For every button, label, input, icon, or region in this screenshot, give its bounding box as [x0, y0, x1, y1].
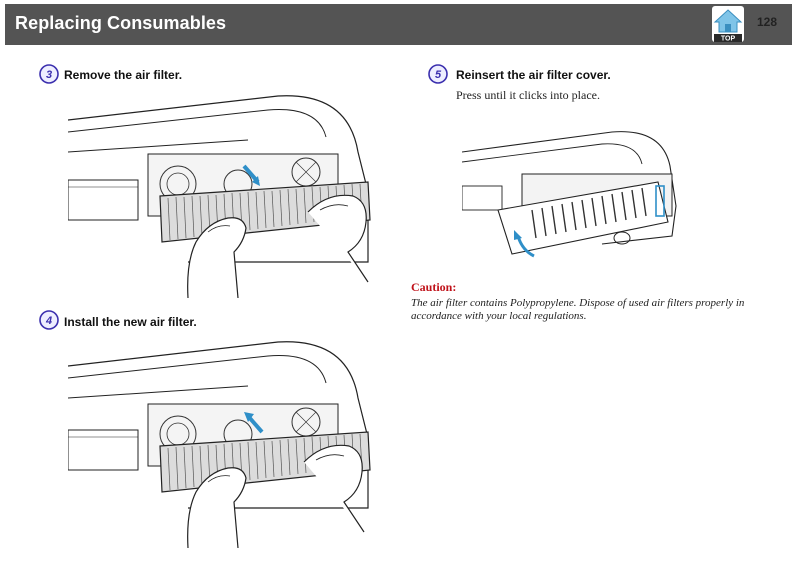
step-4-badge: 4	[39, 310, 59, 330]
step-3-badge: 3	[39, 64, 59, 84]
step-5-description: Press until it clicks into place.	[456, 88, 600, 102]
step-5-title: Reinsert the air filter cover.	[456, 68, 611, 82]
step-5-badge: 5	[428, 64, 448, 84]
install-filter-illustration	[68, 341, 371, 548]
remove-filter-illustration	[68, 95, 371, 298]
top-link[interactable]: TOP	[710, 4, 746, 44]
reinsert-cover-illustration	[462, 131, 677, 258]
header-bar: Replacing Consumables	[5, 4, 792, 45]
step-5-number: 5	[435, 69, 442, 81]
step-3-number: 3	[46, 69, 52, 81]
top-label: TOP	[721, 36, 736, 43]
step-4-title: Install the new air filter.	[64, 315, 197, 329]
step-3-title: Remove the air filter.	[64, 68, 183, 82]
step-4-number: 4	[45, 315, 52, 327]
page-number: 128	[757, 15, 778, 29]
home-icon: TOP	[712, 6, 744, 43]
page-title: Replacing Consumables	[15, 13, 227, 33]
caution-text: The air filter contains Polypropylene. D…	[411, 297, 745, 322]
caution-title: Caution:	[411, 280, 457, 294]
